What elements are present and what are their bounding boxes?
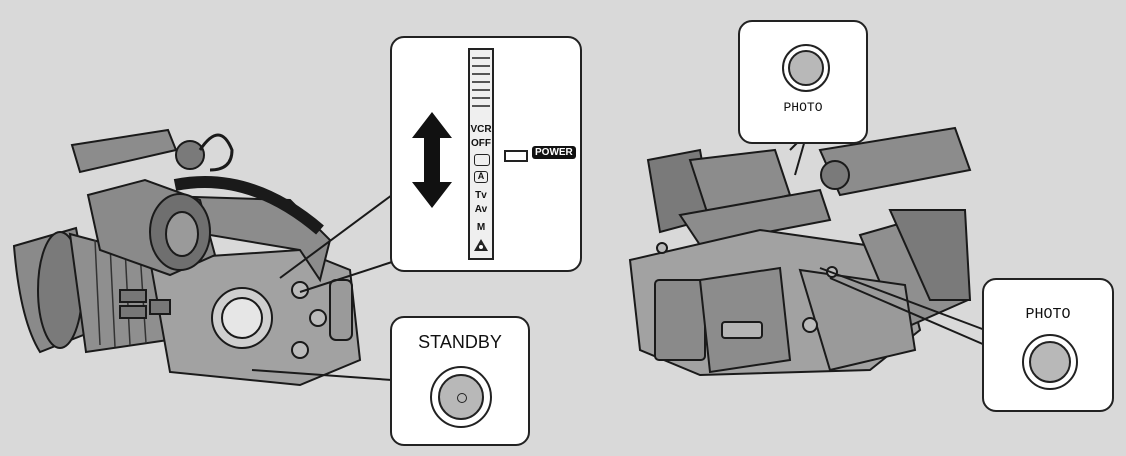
photo-top-button[interactable] [782, 44, 830, 92]
switch-position-off: OFF [471, 138, 491, 149]
standby-button[interactable] [430, 366, 492, 428]
standby-label: STANDBY [418, 332, 502, 352]
standby-button-face [438, 374, 484, 420]
power-label: POWER [532, 146, 576, 159]
switch-position-tv: Tv [475, 190, 487, 201]
switch-position-m: M [476, 222, 486, 233]
up-down-arrow-icon [412, 112, 452, 208]
power-switch-dial[interactable]: VCR OFF A Tv Av M [468, 48, 494, 260]
switch-position-auto-label: A [477, 171, 485, 181]
photo-side-button-face [1029, 341, 1071, 383]
power-indicator-lamp [504, 150, 528, 162]
photo-top-callout: PHOTO [738, 20, 868, 144]
photo-top-label: PHOTO [783, 100, 823, 115]
power-switch-callout: VCR OFF A Tv Av M POWER [390, 36, 582, 272]
photo-side-label: PHOTO [1025, 306, 1071, 323]
switch-position-auto: A [474, 171, 488, 183]
scene-mode-icon [474, 239, 488, 251]
switch-position-av: Av [474, 204, 488, 215]
switch-ridges-icon [472, 57, 490, 107]
photo-top-button-face [788, 50, 824, 86]
switch-position-vcr: VCR [470, 124, 492, 135]
standby-callout: STANDBY [390, 316, 530, 446]
standby-button-dot [457, 393, 467, 403]
switch-position-blank [474, 154, 490, 166]
right-camcorder [628, 126, 972, 377]
photo-side-callout: PHOTO [982, 278, 1114, 412]
leader-lines [251, 139, 986, 381]
photo-side-button[interactable] [1022, 334, 1078, 390]
left-camcorder [12, 128, 362, 387]
